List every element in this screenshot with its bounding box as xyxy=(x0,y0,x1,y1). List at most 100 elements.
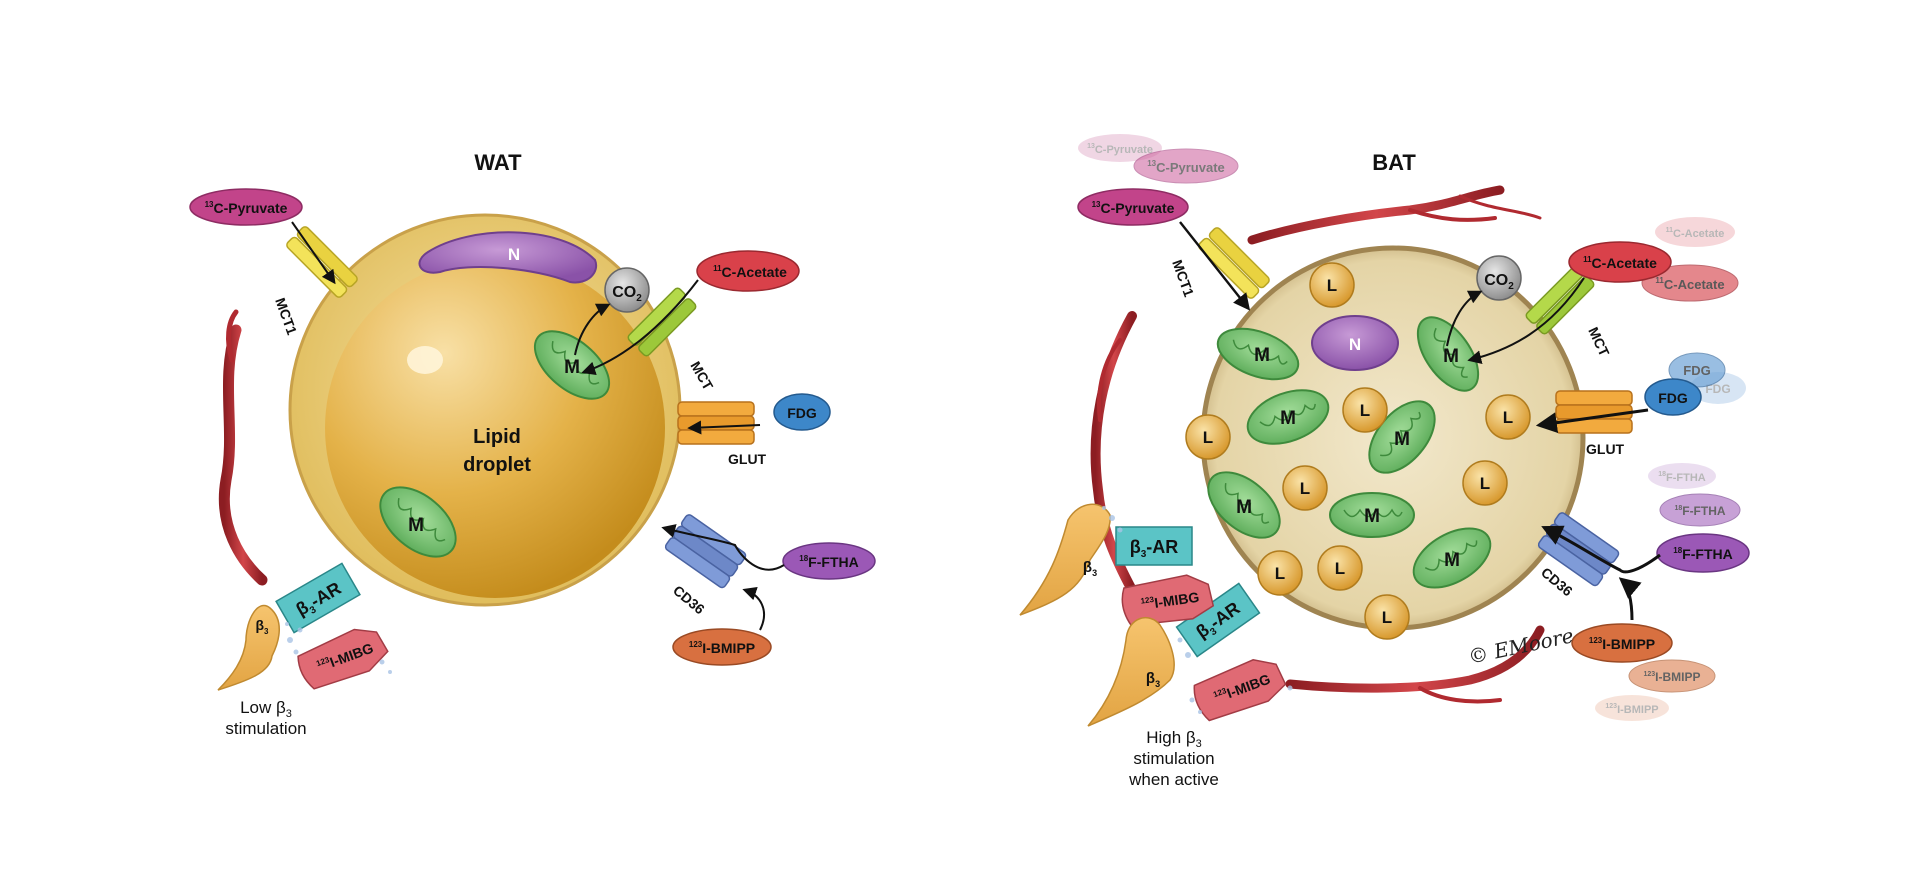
wat-glut-transporter xyxy=(677,401,755,445)
wat-pyruvate-tracer xyxy=(189,188,303,226)
bat-mito-label: M xyxy=(1394,429,1410,450)
bat-arrow-bmipp xyxy=(1618,577,1642,621)
bat-acetate-faint-label: 11C-Acetate xyxy=(1666,227,1725,240)
bat-blood-vessel-top-branch xyxy=(1408,208,1497,222)
bat-pyruvate-faint-group: 13C-Pyruvate xyxy=(1078,134,1162,162)
wat-caption-line1: Low β3 xyxy=(240,698,292,720)
wat-arrow-acetate xyxy=(581,279,699,376)
bat-acetate-faint-group: 11C-Acetate xyxy=(1655,217,1735,247)
wat-mito-label-lower: M xyxy=(408,515,424,536)
bat-lipid-label: L xyxy=(1360,401,1370,420)
bat-nerve-terminal-2 xyxy=(1087,616,1175,727)
bat-arrow-co2 xyxy=(1446,290,1483,347)
bat-glut-label: GLUT xyxy=(1586,441,1625,457)
wat-acetate-label: 11C-Acetate xyxy=(713,264,787,280)
bat-blood-vessel-bottom xyxy=(1285,625,1545,693)
bat-mitochondrion xyxy=(1246,389,1330,445)
wat-blood-vessel xyxy=(218,324,268,586)
bat-lipid-droplet xyxy=(1342,387,1388,433)
bat-acetate-mid-label: 11C-Acetate xyxy=(1655,276,1724,292)
bat-arrow-ftha xyxy=(1541,525,1661,574)
wat-bmipp-label: 123I-BMIPP xyxy=(689,640,755,656)
bat-mitochondria xyxy=(1207,316,1492,589)
wat-arrow-fdg xyxy=(687,420,761,435)
artist-signature: © EMoore xyxy=(1466,623,1576,669)
bat-caption-line3: when active xyxy=(1128,770,1219,789)
bat-mito-label: M xyxy=(1236,497,1252,518)
wat-mitochondrion-lower xyxy=(379,486,457,558)
wat-beta-label: β3 xyxy=(256,617,270,636)
bat-mct1-transporter xyxy=(1198,227,1270,299)
bat-blood-vessel-top xyxy=(1247,185,1505,245)
bat-co2-molecule xyxy=(1476,255,1522,301)
bat-pyruvate-label: 13C-Pyruvate xyxy=(1092,200,1175,216)
wat-pyruvate-label: 13C-Pyruvate xyxy=(205,200,288,216)
wat-nerve-terminal xyxy=(217,604,280,691)
bat-lipid-droplet xyxy=(1462,460,1508,506)
bat-nucleus-label: N xyxy=(1349,335,1361,354)
bat-b3ar-receptor-1: β3-AR xyxy=(1115,526,1193,566)
wat-glut-label: GLUT xyxy=(728,451,767,467)
bat-title: BAT xyxy=(1372,150,1416,175)
bat-ftha-mid-label: 18F-FTHA xyxy=(1674,504,1725,518)
wat-mct-label: MCT xyxy=(687,359,716,394)
bat-lipid-droplet xyxy=(1364,594,1410,640)
bat-nerve-terminal-1 xyxy=(1019,503,1111,616)
bat-lipid-label: L xyxy=(1327,276,1337,295)
wat-arrow-ftha xyxy=(661,524,785,571)
wat-blood-vessel-branch xyxy=(226,309,239,363)
bat-lipid-droplet xyxy=(1185,414,1231,460)
wat-mitochondrion-upper xyxy=(533,330,611,400)
bat-lipid-droplet xyxy=(1309,262,1355,308)
bat-bmipp-label: 123I-BMIPP xyxy=(1589,636,1655,652)
wat-b3ar-receptor: β3-AR xyxy=(275,562,361,634)
bat-b3ar-label-1: β3-AR xyxy=(1130,537,1179,560)
bat-acetate-tracer xyxy=(1568,241,1672,283)
bat-mitochondrion xyxy=(1216,327,1300,381)
bat-lipid-label: L xyxy=(1275,564,1285,583)
bat-arrow-fdg xyxy=(1535,408,1649,434)
wat-ftha-label: 18F-FTHA xyxy=(799,554,858,570)
bat-caption-line2: stimulation xyxy=(1133,749,1214,768)
wat-arrow-bmipp xyxy=(742,586,765,631)
wat-bmipp-tracer xyxy=(672,628,772,666)
bat-ftha-label: 18F-FTHA xyxy=(1673,546,1732,562)
bat-lipid-label: L xyxy=(1382,608,1392,627)
bat-mitochondrion xyxy=(1412,527,1492,589)
wat-co2-molecule xyxy=(604,267,650,313)
wat-nucleus xyxy=(418,231,598,284)
bat-lipid-droplets xyxy=(1185,262,1531,640)
bat-mct-transporter xyxy=(1525,265,1595,335)
wat-mct-transporter xyxy=(627,287,697,357)
wat-ftha-tracer xyxy=(782,542,876,580)
bat-mito-label: M xyxy=(1443,346,1459,367)
bat-bmipp-mid-group: 123I-BMIPP xyxy=(1628,659,1716,693)
bat-lipid-droplet xyxy=(1485,394,1531,440)
bat-lipid-droplet xyxy=(1282,465,1328,511)
bat-mitochondrion xyxy=(1416,316,1480,392)
bat-fdg-label: FDG xyxy=(1658,390,1688,406)
wat-lipid-label-1: Lipid xyxy=(473,426,521,448)
bat-pyruvate-tracer xyxy=(1077,188,1189,226)
wat-mct1-label: MCT1 xyxy=(272,296,300,337)
bat-beta-label-1: β3 xyxy=(1083,559,1097,578)
wat-arrow-co2 xyxy=(574,303,611,356)
bat-mito-labels: M M M M M M M xyxy=(1236,345,1460,571)
bat-acetate-label: 11C-Acetate xyxy=(1583,255,1657,271)
bat-mito-label: M xyxy=(1254,345,1270,366)
wat-cd36-label: CD36 xyxy=(670,582,708,617)
bat-mitochondrion xyxy=(1368,400,1436,474)
wat-droplet-highlight xyxy=(407,346,443,374)
bat-arrow-acetate xyxy=(1467,277,1585,365)
bat-mito-label: M xyxy=(1364,506,1380,527)
bat-bmipp-tracer xyxy=(1571,623,1673,663)
bat-fdg-faint-label: FDG xyxy=(1705,382,1730,396)
bat-co2-label: CO2 xyxy=(1484,272,1514,292)
bat-fdg-mid-group: FDG xyxy=(1668,352,1726,388)
bat-fdg-mid-label: FDG xyxy=(1683,363,1710,378)
wat-title: WAT xyxy=(474,150,522,175)
bat-bmipp-faint-label: 123I-BMIPP xyxy=(1605,703,1658,716)
wat-panel: WAT Lipid droplet N M M CO2 xyxy=(189,150,876,738)
